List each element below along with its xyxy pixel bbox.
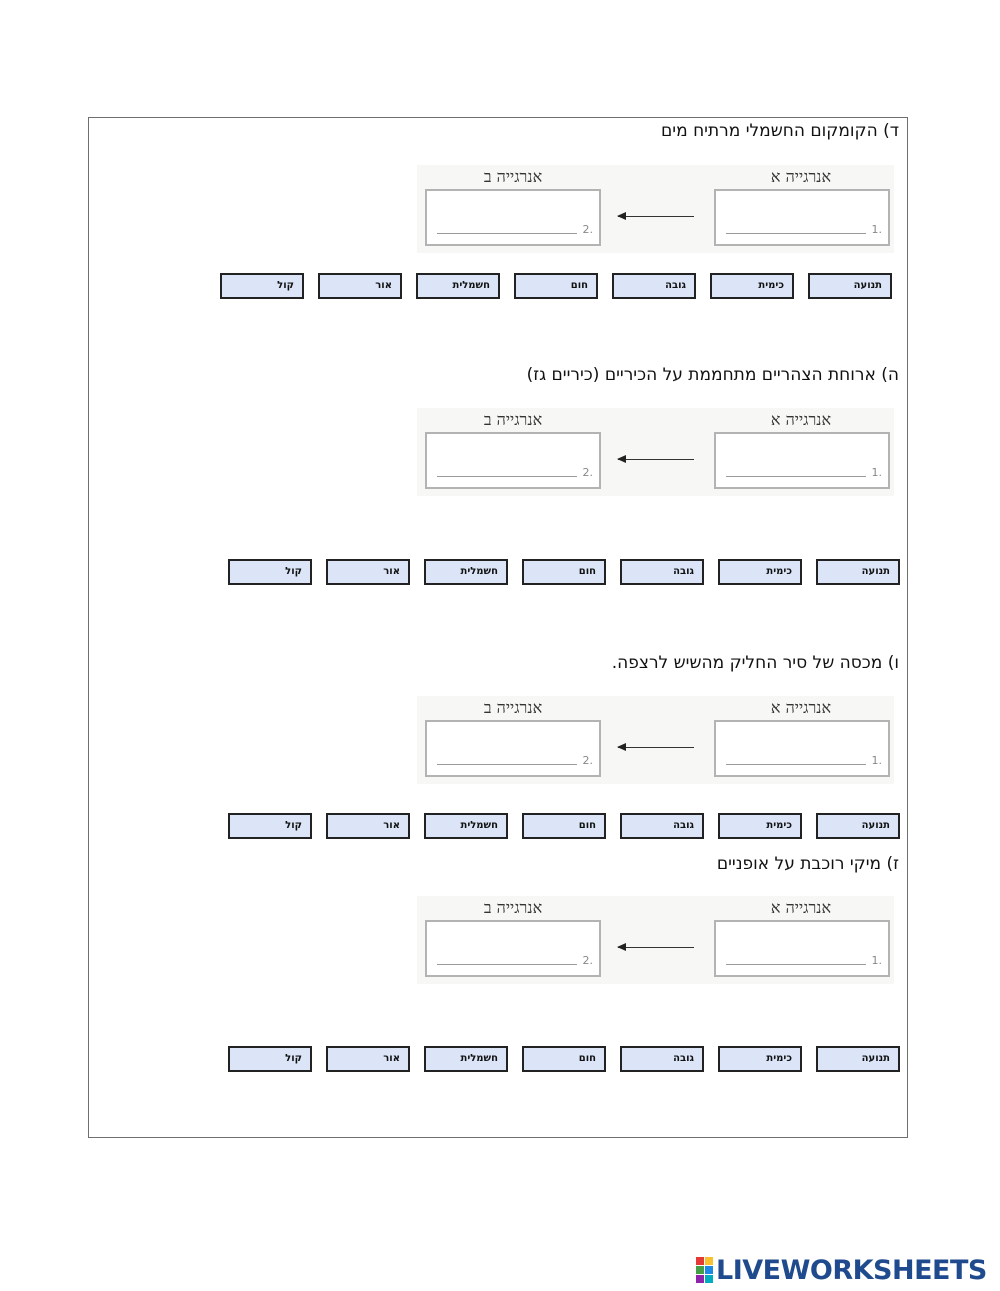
liveworksheets-logo: LIVEWORKSHEETS <box>696 1254 987 1286</box>
answer-number: 2. <box>582 954 594 967</box>
answer-number: 1. <box>871 466 883 479</box>
chip-sound[interactable]: קול <box>228 1046 312 1072</box>
chip-motion[interactable]: תנועה <box>816 559 900 585</box>
chip-light[interactable]: אור <box>326 559 410 585</box>
answer-line <box>726 964 866 965</box>
chip-heat[interactable]: חום <box>522 559 606 585</box>
logo-icon <box>696 1257 713 1283</box>
question-text: ז) מיקי רוכבת על אופניים <box>716 854 899 874</box>
chip-sound[interactable]: קול <box>228 559 312 585</box>
energy-b-label: אנרגייה ב <box>483 167 543 186</box>
chip-motion[interactable]: תנועה <box>816 1046 900 1072</box>
chip-electric[interactable]: חשמלית <box>424 559 508 585</box>
answer-line <box>726 476 866 477</box>
energy-a-label: אנרגייה א <box>770 898 832 917</box>
chip-height[interactable]: גובה <box>620 559 704 585</box>
energy-diagram: אנרגייה ב אנרגייה א 2. 1. <box>417 165 894 253</box>
answer-line <box>726 764 866 765</box>
chip-motion[interactable]: תנועה <box>808 273 892 299</box>
answer-line <box>437 764 577 765</box>
answer-line <box>726 233 866 234</box>
chip-heat[interactable]: חום <box>522 1046 606 1072</box>
energy-diagram: אנרגייה ב אנרגייה א 2. 1. <box>417 896 894 984</box>
answer-number: 2. <box>582 466 594 479</box>
answer-line <box>437 233 577 234</box>
energy-a-label: אנרגייה א <box>770 410 832 429</box>
chip-electric[interactable]: חשמלית <box>424 813 508 839</box>
energy-a-answer-box[interactable]: 1. <box>714 189 890 246</box>
energy-a-answer-box[interactable]: 1. <box>714 920 890 977</box>
answer-number: 1. <box>871 223 883 236</box>
worksheet-frame: ד) הקומקום החשמלי מרתיח מים אנרגייה ב אנ… <box>88 117 908 1138</box>
question-text: ו) מכסה של סיר החליק מהשיש לרצפה. <box>611 653 899 673</box>
energy-b-answer-box[interactable]: 2. <box>425 720 601 777</box>
chip-height[interactable]: גובה <box>612 273 696 299</box>
energy-diagram: אנרגייה ב אנרגייה א 2. 1. <box>417 408 894 496</box>
chip-electric[interactable]: חשמלית <box>416 273 500 299</box>
chip-height[interactable]: גובה <box>620 813 704 839</box>
chip-sound[interactable]: קול <box>220 273 304 299</box>
energy-options: קול אור חשמלית חום גובה כימית תנועה <box>220 273 892 299</box>
chip-electric[interactable]: חשמלית <box>424 1046 508 1072</box>
chip-chemical[interactable]: כימית <box>710 273 794 299</box>
chip-motion[interactable]: תנועה <box>816 813 900 839</box>
energy-diagram: אנרגייה ב אנרגייה א 2. 1. <box>417 696 894 784</box>
energy-b-answer-box[interactable]: 2. <box>425 189 601 246</box>
answer-number: 1. <box>871 954 883 967</box>
arrow-icon <box>617 943 694 951</box>
energy-b-label: אנרגייה ב <box>483 410 543 429</box>
chip-chemical[interactable]: כימית <box>718 813 802 839</box>
answer-number: 2. <box>582 754 594 767</box>
energy-options: קול אור חשמלית חום גובה כימית תנועה <box>228 1046 900 1072</box>
arrow-icon <box>617 455 694 463</box>
question-text: ד) הקומקום החשמלי מרתיח מים <box>661 121 899 141</box>
energy-b-label: אנרגייה ב <box>483 898 543 917</box>
answer-number: 1. <box>871 754 883 767</box>
chip-light[interactable]: אור <box>326 813 410 839</box>
energy-a-answer-box[interactable]: 1. <box>714 432 890 489</box>
chip-heat[interactable]: חום <box>514 273 598 299</box>
arrow-icon <box>617 212 694 220</box>
question-text: ה) ארוחת הצהריים מתחממת על הכיריים (כירי… <box>526 365 899 385</box>
chip-sound[interactable]: קול <box>228 813 312 839</box>
chip-heat[interactable]: חום <box>522 813 606 839</box>
energy-options: קול אור חשמלית חום גובה כימית תנועה <box>228 559 900 585</box>
energy-options: קול אור חשמלית חום גובה כימית תנועה <box>228 813 900 839</box>
energy-b-label: אנרגייה ב <box>483 698 543 717</box>
chip-chemical[interactable]: כימית <box>718 1046 802 1072</box>
energy-b-answer-box[interactable]: 2. <box>425 920 601 977</box>
chip-light[interactable]: אור <box>318 273 402 299</box>
chip-height[interactable]: גובה <box>620 1046 704 1072</box>
energy-a-label: אנרגייה א <box>770 167 832 186</box>
energy-a-label: אנרגייה א <box>770 698 832 717</box>
energy-b-answer-box[interactable]: 2. <box>425 432 601 489</box>
answer-number: 2. <box>582 223 594 236</box>
arrow-icon <box>617 743 694 751</box>
chip-chemical[interactable]: כימית <box>718 559 802 585</box>
energy-a-answer-box[interactable]: 1. <box>714 720 890 777</box>
answer-line <box>437 476 577 477</box>
answer-line <box>437 964 577 965</box>
brand-name: LIVEWORKSHEETS <box>716 1254 987 1286</box>
chip-light[interactable]: אור <box>326 1046 410 1072</box>
